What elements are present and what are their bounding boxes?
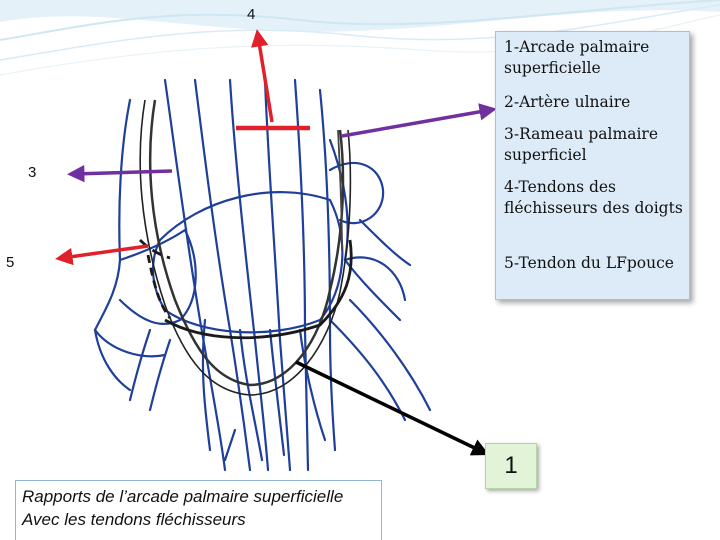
caption-box: Rapports de l’arcade palmaire superficie… bbox=[15, 480, 382, 540]
legend-item-1: 1-Arcade palmaire superficielle bbox=[504, 38, 650, 77]
legend-item-2: 2-Artère ulnaire bbox=[504, 93, 631, 111]
palm-outline bbox=[93, 78, 432, 472]
deep-palmar-arch bbox=[139, 239, 353, 340]
arrow-3 bbox=[67, 164, 173, 183]
legend-box: 1-Arcade palmaire superficielle 2-Artère… bbox=[495, 31, 690, 300]
arrow-2 bbox=[341, 103, 497, 138]
arrow-4 bbox=[251, 29, 274, 123]
label-1-badge: 1 bbox=[485, 443, 537, 489]
arrow-5 bbox=[55, 244, 149, 266]
label-5: 5 bbox=[6, 254, 15, 271]
label-3: 3 bbox=[28, 164, 37, 181]
legend-item-3: 3-Rameau palmaire superficiel bbox=[504, 125, 658, 164]
ulnar-artery-line bbox=[337, 129, 343, 251]
arrow-1 bbox=[295, 360, 490, 456]
legend-item-5: 5-Tendon du LFpouce bbox=[504, 254, 674, 272]
caption-line-2: Avec les tendons fléchisseurs bbox=[22, 510, 246, 529]
label-4: 4 bbox=[247, 6, 256, 23]
superficial-palmar-arch bbox=[139, 99, 352, 396]
legend-item-4: 4-Tendons des fléchisseurs des doigts bbox=[504, 178, 683, 217]
caption-line-1: Rapports de l’arcade palmaire superficie… bbox=[22, 487, 344, 506]
